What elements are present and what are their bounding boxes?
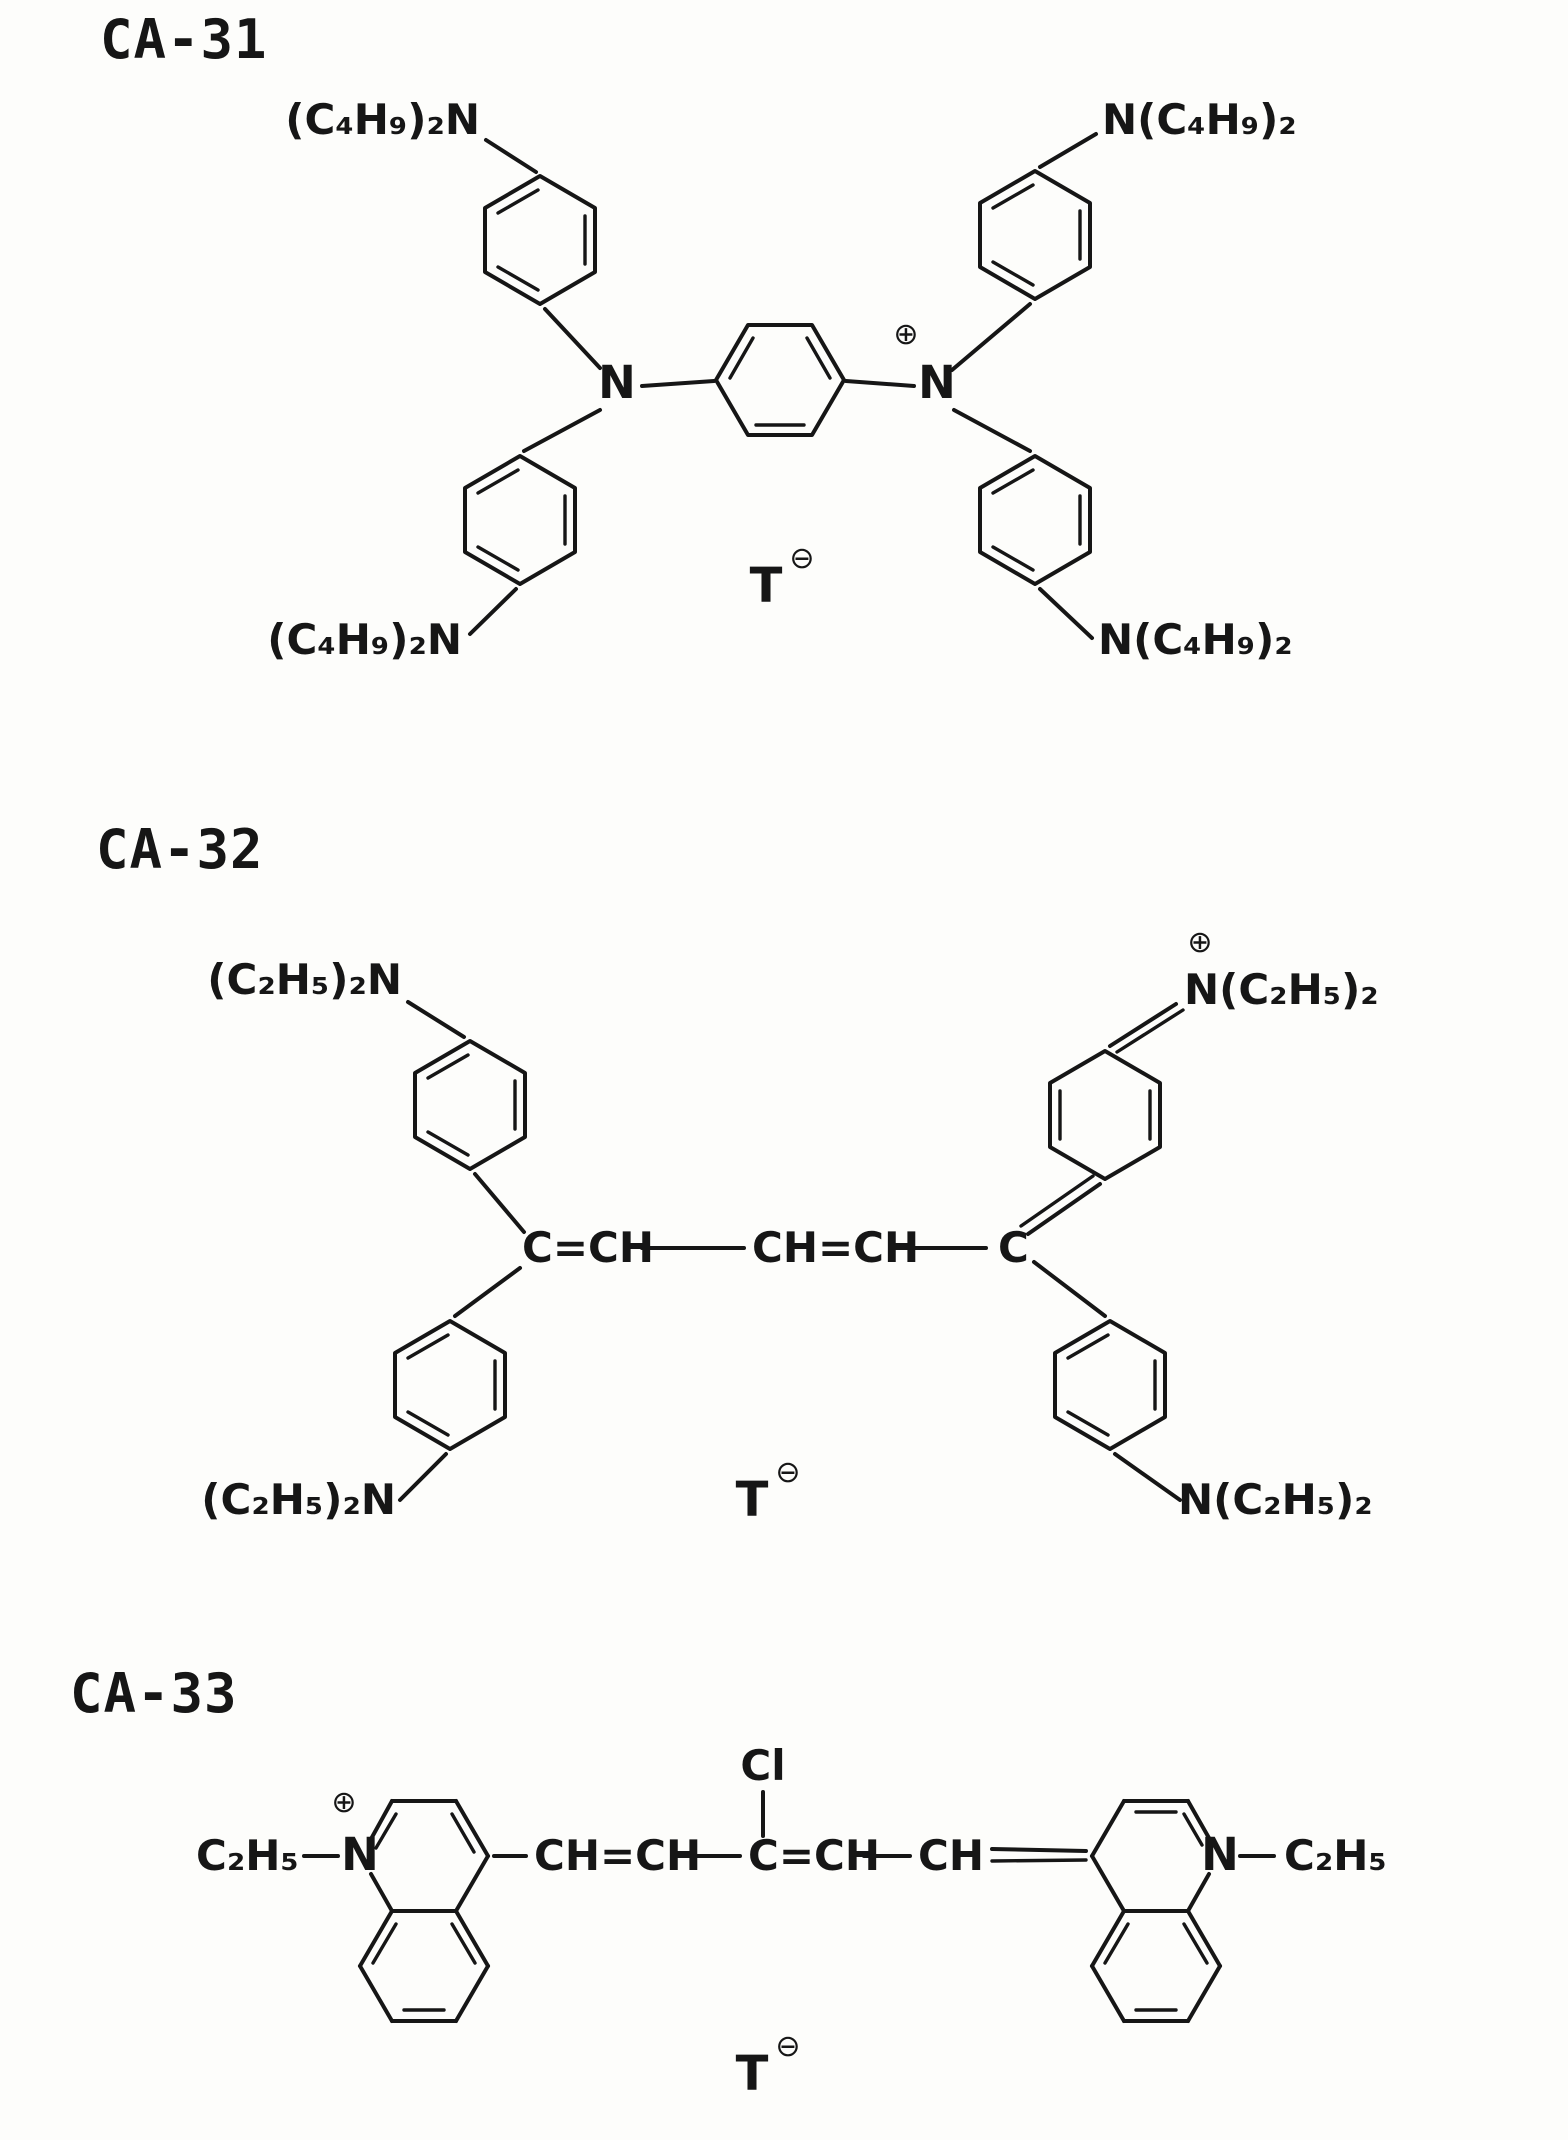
ca31-label: CA-31 bbox=[100, 8, 268, 71]
ca32-substituent-bottom-right: N(C₂H₅)₂ bbox=[1178, 1475, 1373, 1524]
ca31-substituent-bottom-right: N(C₄H₉)₂ bbox=[1098, 615, 1293, 664]
structure-ca31: CA-31 (C₄H₉)₂N N(C₄H₉)₂ (C₄H₉)₂N N(C₄H₉)… bbox=[100, 8, 1297, 664]
ca33-minus-charge-icon: ⊖ bbox=[775, 2029, 800, 2064]
ca32-substituent-bottom-left: (C₂H₅)₂N bbox=[201, 1475, 396, 1524]
ca32-label: CA-32 bbox=[96, 818, 264, 881]
ca33-counterion-t: T bbox=[736, 2046, 769, 2102]
ca33-label: CA-33 bbox=[70, 1662, 238, 1725]
ca33-chain-seg3: CH bbox=[918, 1831, 984, 1880]
ca31-minus-charge-icon: ⊖ bbox=[789, 541, 814, 576]
ca31-upper-right-benzene-ring bbox=[978, 169, 1092, 301]
ca32-minus-charge-icon: ⊖ bbox=[775, 1455, 800, 1490]
ca31-central-benzene-ring bbox=[714, 323, 846, 437]
ca32-lower-left-benzene-ring bbox=[393, 1319, 507, 1451]
ca31-plus-charge-icon: ⊕ bbox=[893, 317, 918, 352]
ca33-right-quinoline-ring bbox=[1090, 1799, 1222, 2023]
ca32-upper-right-quinoid-ring bbox=[1048, 1049, 1162, 1181]
ca33-chain-bonds bbox=[492, 1847, 1088, 1863]
ca32-upper-left-benzene-ring bbox=[413, 1039, 527, 1171]
ca32-bonds bbox=[398, 1000, 1185, 1502]
ca32-substituent-top-left: (C₂H₅)₂N bbox=[207, 955, 402, 1004]
ca32-chain-right-carbon: C bbox=[998, 1223, 1029, 1272]
ca32-chain-left-segment: C=CH bbox=[522, 1223, 654, 1272]
structure-ca32: CA-32 (C₂H₅)₂N N(C₂H₅)₂ ⊕ (C₂H₅)₂N bbox=[96, 818, 1379, 1528]
ca32-plus-charge-icon: ⊕ bbox=[1187, 925, 1212, 960]
ca33-chain-seg2: C=CH bbox=[748, 1831, 880, 1880]
ca31-substituent-bottom-left: (C₄H₉)₂N bbox=[267, 615, 462, 664]
ca33-plus-charge-icon: ⊕ bbox=[331, 1785, 356, 1820]
ca32-counterion-t: T bbox=[736, 1472, 769, 1528]
ca32-lower-right-benzene-ring bbox=[1053, 1319, 1167, 1451]
ca31-counterion-t: T bbox=[750, 558, 783, 614]
ca31-nitrogen-right: N bbox=[918, 356, 956, 409]
ca31-rings bbox=[463, 169, 1092, 586]
ca33-chlorine: Cl bbox=[740, 1741, 785, 1790]
ca33-ethyl-right: C₂H₅ bbox=[1284, 1831, 1387, 1880]
structure-ca33: CA-33 Cl C₂H₅ N ⊕ CH=CH C=CH CH N C₂H₅ bbox=[70, 1662, 1387, 2102]
ca31-bonds bbox=[468, 132, 1098, 640]
ca31-substituent-top-left: (C₄H₉)₂N bbox=[285, 95, 480, 144]
ca31-lower-left-benzene-ring bbox=[463, 454, 577, 586]
ca33-ethyl-left: C₂H₅ bbox=[196, 1831, 299, 1880]
ca31-upper-left-benzene-ring bbox=[483, 174, 597, 306]
ca31-substituent-top-right: N(C₄H₉)₂ bbox=[1102, 95, 1297, 144]
ca32-chain-mid-segment: CH=CH bbox=[752, 1223, 919, 1272]
ca31-nitrogen-left: N bbox=[598, 356, 636, 409]
ca33-left-quinoline-ring bbox=[358, 1799, 490, 2023]
ca32-substituent-top-right: N(C₂H₅)₂ bbox=[1184, 965, 1379, 1014]
ca31-lower-right-benzene-ring bbox=[978, 454, 1092, 586]
